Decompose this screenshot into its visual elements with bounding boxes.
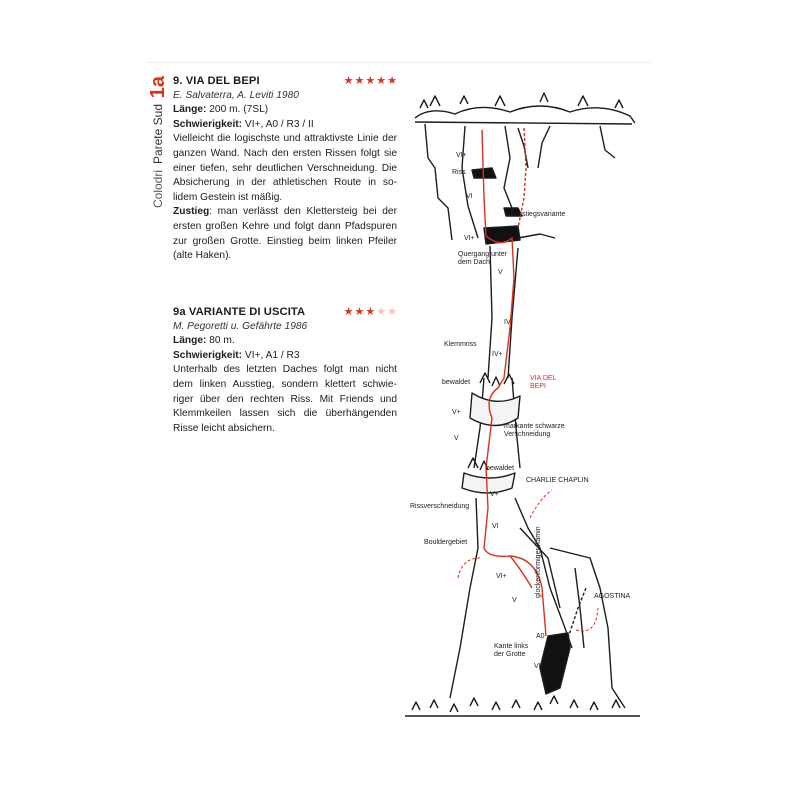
variant-lower-line	[509, 555, 533, 589]
label-grade: VI+	[456, 152, 467, 159]
label-bouldergebiet: Bouldergebiet	[424, 539, 467, 546]
route-entry-9a: 9a VARIANTE DI USCITA ★★★★★ M. Pegoretti…	[173, 305, 397, 436]
route-lines	[481, 127, 547, 637]
length-value: 80 m.	[209, 335, 235, 347]
label-charlie-chaplin: CHARLIE CHAPLIN	[526, 477, 589, 484]
length-label: Länge:	[173, 335, 207, 347]
star-filled-icon: ★	[376, 74, 387, 87]
length-line: Länge: 80 m.	[173, 334, 397, 349]
star-rating: ★★★★★	[343, 305, 397, 318]
label-agostina: AGOSTINA	[594, 593, 631, 600]
route-header: 9a VARIANTE DI USCITA ★★★★★	[173, 305, 397, 320]
route-entry-9: 9. VIA DEL BEPI ★★★★★ E. Salvaterra, A. …	[173, 74, 397, 264]
star-filled-icon: ★	[343, 74, 354, 87]
star-filled-icon: ★	[365, 305, 376, 318]
label-klemmriss: Klemmriss	[444, 341, 477, 348]
route-title: 9. VIA DEL BEPI	[173, 75, 260, 87]
via-del-bepi-line	[481, 129, 547, 637]
star-empty-icon: ★	[376, 305, 387, 318]
route-description: Unterhalb des letzten Daches folgt man n…	[173, 364, 397, 434]
wall-name: Parete Sud	[151, 104, 165, 165]
star-filled-icon: ★	[354, 305, 365, 318]
label-grade: IV+	[492, 351, 503, 358]
label-grade: V	[512, 597, 517, 604]
length-line: Länge: 200 m. (7SL)	[173, 103, 397, 118]
approach-arrows	[457, 489, 599, 632]
label-grade: V	[498, 269, 503, 276]
area-name: Colodri	[151, 170, 165, 209]
difficulty-line: Schwierigkeit: VI+, A0 / R3 / II	[173, 118, 397, 133]
length-value: 200 m. (7SL)	[209, 104, 269, 116]
route-topo-drawing: VI+ Riss VI Ausstiegsvariante VI+ Querga…	[405, 92, 640, 717]
difficulty-value: VI+, A0 / R3 / II	[244, 118, 314, 130]
star-filled-icon: ★	[387, 74, 397, 87]
label-grade: VI	[492, 523, 499, 530]
label-grade: A0	[536, 633, 545, 640]
label-grade: VI+	[496, 573, 507, 580]
label-grade: VI+	[464, 235, 475, 242]
label-grade: VI	[466, 193, 473, 200]
top-rule	[147, 62, 652, 63]
approach-label: Zustieg	[173, 206, 210, 218]
first-ascent: E. Salvaterra, A. Leviti 1980	[173, 89, 299, 101]
label-ausstiegsvariante: Ausstiegsvariante	[510, 211, 565, 218]
difficulty-label: Schwierigkeit:	[173, 118, 243, 130]
length-label: Länge:	[173, 104, 207, 116]
label-bewaldet: bewaldet	[442, 379, 470, 386]
star-empty-icon: ★	[387, 305, 397, 318]
section-number: 1a	[147, 76, 169, 99]
star-rating: ★★★★★	[343, 74, 397, 87]
label-grade: V	[454, 435, 459, 442]
ausstieg-variante-line	[517, 127, 527, 229]
label-grade: VI+	[534, 663, 545, 670]
label-bewaldet: bewaldet	[486, 465, 514, 472]
label-grade: V+	[490, 491, 499, 498]
difficulty-value: VI+, A1 / R3	[244, 349, 300, 361]
label-grade: V+	[452, 409, 461, 416]
topo-labels: VI+ Riss VI Ausstiegsvariante VI+ Querga…	[410, 152, 631, 670]
label-rissverschneidung: Rissverschneidung	[410, 503, 469, 510]
difficulty-line: Schwierigkeit: VI+, A1 / R3	[173, 349, 397, 364]
route-title: 9a VARIANTE DI USCITA	[173, 306, 306, 318]
section-sidebar: 1a Parete Sud Colodri	[146, 76, 170, 208]
approach: Zustieg: man verlässt den Klettersteig b…	[173, 205, 397, 263]
route-description: Vielleicht die logischste und attraktivs…	[173, 133, 397, 203]
label-grade: IV	[504, 319, 511, 326]
label-riss: Riss	[452, 169, 466, 176]
approach-text: : man verlässt den Klettersteig bei der …	[173, 206, 397, 262]
difficulty-label: Schwierigkeit:	[173, 349, 243, 361]
route-header: 9. VIA DEL BEPI ★★★★★	[173, 74, 397, 89]
star-filled-icon: ★	[354, 74, 365, 87]
first-ascent: M. Pegoretti u. Gefährte 1986	[173, 320, 308, 332]
label-kamin: glockenförmiger Kamin	[535, 526, 542, 598]
cliff-outline	[405, 92, 640, 717]
star-filled-icon: ★	[343, 305, 354, 318]
star-filled-icon: ★	[365, 74, 376, 87]
